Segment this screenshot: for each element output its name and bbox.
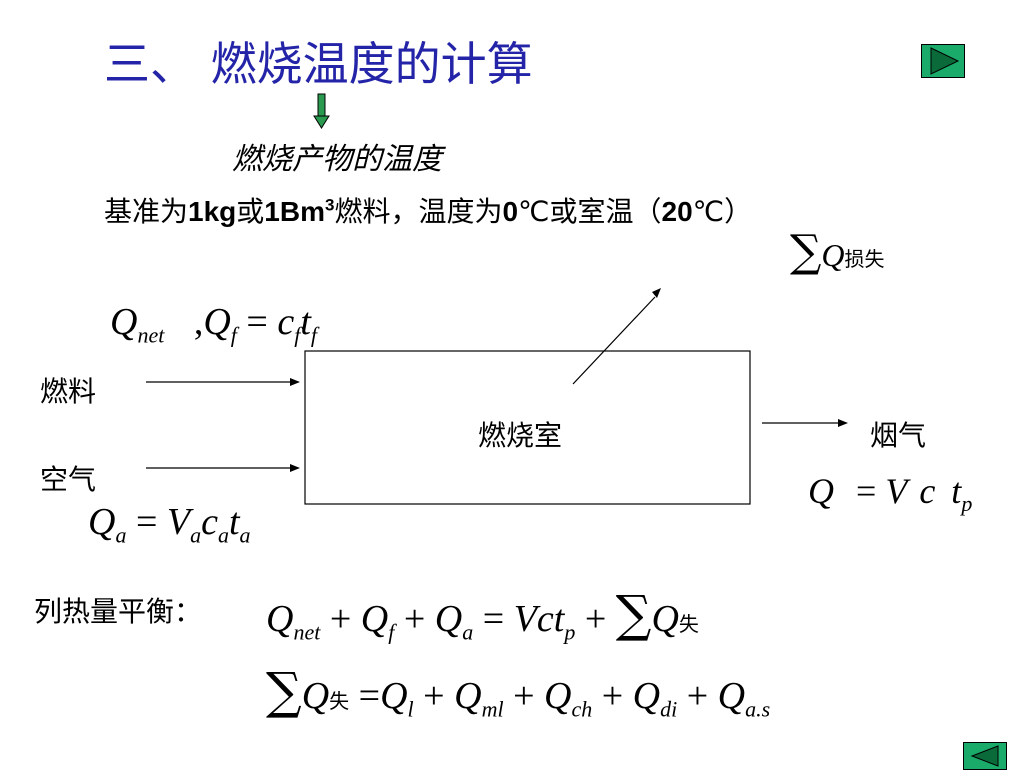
sigma-symbol: ∑ (266, 662, 302, 720)
sigma-symbol: ∑ (615, 585, 652, 643)
eq-b1-s1: net (293, 619, 321, 645)
eq-b2-eq: = (349, 675, 381, 717)
eq-b2-s4: di (660, 696, 678, 722)
equation-heat-loss-sum: ∑Q失 =Ql + Qml + Qch + Qdi + Qa.s (266, 662, 770, 723)
eq-air-c: c (201, 501, 218, 543)
fuel-label: 燃料 (40, 375, 97, 408)
subtitle: 燃烧产物的温度 (232, 142, 442, 177)
eq-b2-p3: + (592, 675, 633, 717)
eq-top-sep: , (184, 301, 204, 343)
air-arrow (146, 464, 300, 472)
next-slide-button[interactable] (921, 44, 965, 78)
eq-top-s1: net (137, 322, 165, 348)
basis-value-1bm: 1Bm (264, 196, 325, 227)
heat-balance-label: 列热量平衡： (34, 595, 203, 628)
basis-mid: 燃料，温度为 (334, 195, 503, 228)
eq-flue-q: Q (808, 471, 834, 511)
basis-or-1: 或 (236, 195, 265, 228)
eq-b2-s5: a.s (745, 696, 771, 722)
flue-gas-label: 烟气 (870, 419, 927, 452)
eq-b1-q4: Q (651, 598, 679, 640)
eq-b1-q1: Q (266, 598, 294, 640)
eq-b2-q1: Q (380, 675, 408, 717)
eq-b1-p1: + (320, 598, 361, 640)
eq-b2-s3: ch (571, 696, 593, 722)
down-arrow-icon (313, 93, 330, 129)
eq-b2-s0: 失 (329, 689, 350, 713)
eq-air-t: t (228, 501, 240, 543)
loss-q: Q (821, 237, 845, 273)
eq-b2-q5: Q (717, 675, 746, 717)
equation-fuel-heat: Qnet ,Qf = cftf (110, 300, 317, 349)
eq-b1-eq: = (473, 598, 514, 640)
eq-air-sc: a (217, 522, 229, 548)
basis-deg-2: ℃） (692, 195, 753, 228)
eq-b2-p4: + (677, 675, 718, 717)
basis-value-20: 20 (661, 196, 693, 227)
eq-top-q2: Q (203, 301, 231, 343)
loss-subscript: 损失 (844, 247, 885, 271)
eq-air-v: V (166, 501, 191, 543)
eq-top-s2: f (230, 322, 237, 348)
eq-air-sq: a (115, 522, 127, 548)
eq-b1-s4: 失 (678, 612, 699, 636)
equation-air-heat: Qa = Vacata (88, 500, 251, 549)
eq-b2-p2: + (503, 675, 544, 717)
heat-loss-arrow (572, 288, 661, 385)
eq-top-c: c (277, 301, 295, 343)
equation-heat-balance: Qnet + Qf + Qa = Vctp + ∑Q失 (266, 585, 699, 646)
eq-flue-c: c (919, 471, 936, 511)
eq-flue-st: p (961, 491, 973, 517)
eq-b1-q2: Q (360, 598, 389, 640)
eq-air-eq: = (126, 501, 167, 543)
play-forward-icon (930, 47, 960, 75)
fuel-arrow (146, 378, 300, 386)
eq-flue-v: V (885, 471, 908, 511)
eq-top-sc: f (294, 322, 301, 348)
basis-superscript: 3 (324, 195, 335, 215)
basis-statement: 基准为1kg或1Bm3燃料，温度为0℃或室温（20℃） (104, 190, 752, 230)
eq-air-st: a (239, 522, 251, 548)
eq-b1-vct: Vct (513, 598, 565, 640)
prev-slide-button[interactable] (963, 742, 1007, 770)
basis-value-1kg: 1kg (188, 196, 237, 227)
eq-b2-p1: + (413, 675, 455, 717)
flue-arrow (762, 419, 848, 427)
eq-b2-s1: l (407, 696, 414, 722)
eq-b2-q4: Q (632, 675, 661, 717)
eq-flue-t: t (951, 471, 962, 511)
eq-b1-s2: f (388, 619, 395, 645)
eq-top-t: t (300, 301, 311, 343)
eq-b1-s3: a (462, 619, 474, 645)
eq-flue-eq: = (856, 471, 886, 511)
eq-b1-p3: + (575, 598, 616, 640)
play-back-icon (970, 745, 999, 767)
eq-b2-s2: ml (481, 696, 504, 722)
combustion-chamber-box (304, 350, 751, 505)
eq-air-sv: a (190, 522, 202, 548)
chamber-label: 燃烧室 (478, 419, 563, 452)
eq-b2-q0: Q (301, 675, 330, 717)
basis-value-0: 0 (502, 196, 519, 227)
sigma-symbol: ∑ (790, 226, 822, 277)
eq-top-st: f (310, 322, 318, 348)
eq-air-q: Q (88, 501, 116, 543)
heat-loss-label: ∑Q损失 (790, 226, 885, 277)
eq-b1-sp: p (564, 619, 576, 645)
page-title: 三、 燃烧温度的计算 (104, 37, 533, 91)
eq-b1-q3: Q (434, 598, 463, 640)
basis-deg-1: ℃或室温（ (518, 195, 662, 228)
air-label: 空气 (40, 463, 97, 496)
basis-pre: 基准为 (104, 195, 189, 228)
eq-b2-q3: Q (544, 675, 572, 717)
eq-top-eq: = (236, 301, 278, 343)
eq-b2-q2: Q (454, 675, 482, 717)
eq-top-q1: Q (110, 301, 138, 343)
eq-b1-p2: + (394, 598, 435, 640)
